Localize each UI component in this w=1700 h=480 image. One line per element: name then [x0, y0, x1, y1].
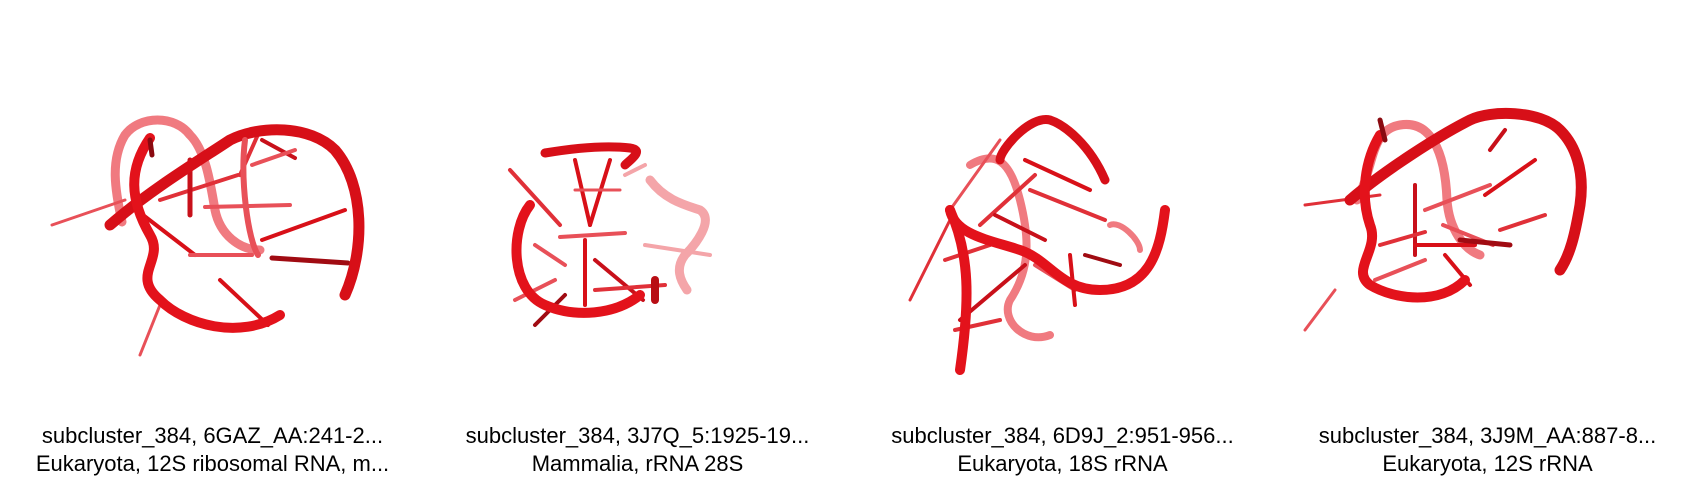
structure-title: subcluster_384, 6GAZ_AA:241-2... [41, 423, 384, 448]
structure-title: subcluster_384, 3J9M_AA:887-8... [1318, 423, 1657, 448]
structure-panel-4[interactable]: subcluster_384, 3J9M_AA:887-8... Eukaryo… [1275, 0, 1700, 480]
structure-panel-3[interactable]: subcluster_384, 6D9J_2:951-956... Eukary… [850, 0, 1275, 480]
structure-title: subcluster_384, 6D9J_2:951-956... [891, 423, 1234, 448]
structure-title: subcluster_384, 3J7Q_5:1925-19... [465, 423, 810, 448]
structure-subtitle: Eukaryota, 12S ribosomal RNA, m... [35, 451, 390, 476]
structure-subtitle: Eukaryota, 12S rRNA [1382, 451, 1593, 476]
panel-caption: subcluster_384, 3J9M_AA:887-8... Eukaryo… [1275, 422, 1700, 478]
rna-cartoon-image [1303, 108, 1587, 332]
panel-caption: subcluster_384, 3J7Q_5:1925-19... Mammal… [425, 422, 850, 478]
rna-cartoon-image [50, 115, 365, 357]
structure-subtitle: Eukaryota, 18S rRNA [957, 451, 1168, 476]
structure-panel-2[interactable]: subcluster_384, 3J7Q_5:1925-19... Mammal… [425, 0, 850, 480]
rna-cartoon-image [908, 115, 1170, 375]
panel-caption: subcluster_384, 6D9J_2:951-956... Eukary… [850, 422, 1275, 478]
structure-subtitle: Mammalia, rRNA 28S [531, 451, 744, 476]
rna-cartoon-image [508, 142, 712, 327]
panel-caption: subcluster_384, 6GAZ_AA:241-2... Eukaryo… [0, 422, 425, 478]
structure-panel-1[interactable]: subcluster_384, 6GAZ_AA:241-2... Eukaryo… [0, 0, 425, 480]
